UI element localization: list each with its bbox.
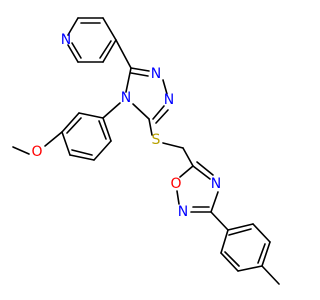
molecule-drawing: N N N N S O N O N <box>12 17 280 285</box>
bond <box>115 39 132 69</box>
bond <box>252 223 271 243</box>
atom-n-triazole-2: N <box>164 92 174 108</box>
atom-s-thioether: S <box>152 132 161 148</box>
bond <box>220 252 239 272</box>
bond <box>130 72 149 77</box>
atom-o-oxadiazole-1: O <box>170 176 181 192</box>
bond <box>210 191 219 213</box>
bond <box>155 109 169 124</box>
structure-canvas: N N N N S O N O N <box>12 17 280 285</box>
bond <box>224 251 240 267</box>
bond <box>102 39 117 63</box>
bond <box>61 112 80 133</box>
bond <box>261 265 280 285</box>
atom-n-triazole-1: N <box>151 66 161 82</box>
bond <box>61 131 71 156</box>
atom-labels: N N N N S O N O N <box>31 32 221 220</box>
bond <box>98 120 107 140</box>
bond <box>67 17 79 36</box>
bond <box>67 44 79 63</box>
bond <box>152 105 165 120</box>
bond <box>78 112 104 119</box>
bond <box>69 154 95 161</box>
bond <box>162 142 184 149</box>
atom-n-pyridine: N <box>61 32 71 48</box>
bond <box>148 118 153 136</box>
bond <box>44 131 63 147</box>
bond <box>71 42 82 59</box>
bond <box>71 149 93 156</box>
atom-n-oxadiazole-2: N <box>178 204 188 220</box>
bond <box>102 17 117 41</box>
bond <box>257 243 266 264</box>
bond <box>227 223 254 231</box>
bond <box>261 241 271 267</box>
bond <box>12 146 30 155</box>
atom-n-oxadiazole-4: N <box>211 176 221 192</box>
bond <box>162 79 168 95</box>
bond <box>132 103 150 120</box>
atom-o-methoxy: O <box>31 144 42 160</box>
bond <box>125 67 132 93</box>
bond <box>228 228 252 236</box>
bond <box>182 147 194 167</box>
bond <box>192 165 211 180</box>
bonds <box>12 17 280 285</box>
bond <box>176 190 180 205</box>
bond <box>210 211 229 231</box>
bond <box>220 229 229 254</box>
bond <box>196 161 214 176</box>
bond <box>130 67 150 72</box>
bond <box>179 165 194 178</box>
bond <box>102 117 112 142</box>
bond <box>99 40 112 59</box>
bond <box>93 140 112 161</box>
bond <box>237 265 263 272</box>
atom-n-triazole-4: N <box>121 90 131 106</box>
bond <box>102 102 121 119</box>
bond <box>66 117 82 134</box>
